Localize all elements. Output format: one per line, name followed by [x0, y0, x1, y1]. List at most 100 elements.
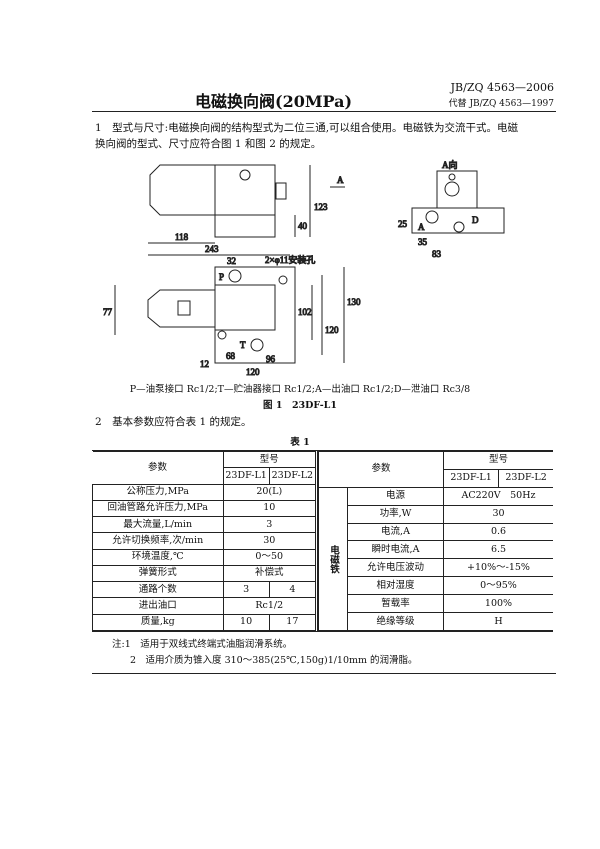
- value-cell: 3: [222, 581, 270, 599]
- value-cell: AC220V 50Hz: [443, 486, 553, 506]
- figure-caption: 图 1 23DF-L1: [263, 400, 337, 411]
- param-cell: 回油管路允许压力,MPa: [92, 499, 224, 518]
- base-a-view: [411, 207, 505, 234]
- port-d-label: D: [472, 215, 479, 225]
- valve-body-a-view: [436, 170, 478, 209]
- standard-number: JB/ZQ 4563—2006 代替 JB/ZQ 4563—1997: [449, 80, 554, 112]
- value-cell: 30: [222, 532, 317, 550]
- dim-12: 12: [200, 359, 209, 369]
- solenoid-side: [149, 164, 216, 216]
- value-cell: 4: [268, 581, 318, 599]
- model-l2: 23DF-L2: [268, 467, 318, 485]
- dim-130: 130: [347, 297, 361, 307]
- param-cell: 暂载率: [347, 594, 444, 614]
- dim-40: 40: [298, 221, 308, 231]
- dim-102: 102: [298, 307, 312, 317]
- value-cell: Rc1/2: [222, 597, 317, 615]
- value-cell: 100%: [443, 594, 553, 614]
- replaces-standard: 代替 JB/ZQ 4563—1997: [448, 99, 554, 109]
- figure-legend: P—油泵接口 Rc1/2;T—贮油器接口 Rc1/2;A—出油口 Rc1/2;D…: [129, 384, 471, 395]
- value-cell: 30: [443, 504, 553, 524]
- footer-rule: [92, 673, 556, 674]
- param-cell: 公称压力,MPa: [92, 483, 224, 501]
- dim-77: 77: [103, 307, 113, 317]
- note-2: 2 适用介质为锥入度 310～385(25℃,150g)1/10mm 的润滑脂。: [130, 655, 418, 666]
- value-cell: 3: [222, 516, 317, 534]
- value-cell: 0.6: [443, 522, 553, 542]
- value-cell: 17: [268, 613, 318, 632]
- group-label: 电磁铁: [318, 486, 348, 632]
- section-2-text: 2 基本参数应符合表 1 的规定。: [95, 416, 252, 428]
- param-cell: 最大流量,L/min: [92, 516, 224, 534]
- value-cell: 10: [222, 613, 270, 632]
- param-cell: 允许切换频率,次/min: [92, 532, 224, 550]
- model-l1: 23DF-L1: [442, 468, 500, 488]
- value-cell: 补偿式: [222, 564, 317, 583]
- param-cell: 弹簧形式: [92, 564, 224, 583]
- base-side: [214, 214, 276, 238]
- param-cell: 绝缘等级: [347, 612, 444, 631]
- value-cell: 0～95%: [443, 576, 553, 596]
- table-row: 允许电压波动+10%～-15%: [319, 558, 553, 578]
- table-row: 弹簧形式补偿式: [92, 564, 317, 583]
- param-cell: 电流,A: [347, 522, 444, 542]
- dim-120-vertical: 120: [325, 325, 339, 335]
- param-cell: 环境温度,℃: [92, 548, 224, 566]
- param-cell: 电源: [347, 486, 444, 506]
- model-l1: 23DF-L1: [222, 467, 270, 485]
- view-a-direction-label: A向: [442, 159, 458, 170]
- mount-holes-label: 2×φ11安装孔: [265, 254, 315, 265]
- table-notes: 注:1 适用于双线式终端式油脂润滑系统。 2 适用介质为锥入度 310～385(…: [112, 637, 418, 669]
- dim-120-horizontal: 120: [246, 367, 260, 377]
- valve-body-top: [214, 284, 276, 331]
- param-header: 参数: [318, 451, 444, 488]
- dim-25: 25: [398, 219, 408, 229]
- model-l2: 23DF-L2: [498, 468, 553, 488]
- standard-code: JB/ZQ 4563—2006: [450, 81, 554, 94]
- model-header: 型号: [222, 450, 317, 469]
- note-1: 注:1 适用于双线式终端式油脂润滑系统。: [112, 639, 293, 650]
- valve-body-side: [214, 164, 276, 216]
- param-cell: 进出油口: [92, 597, 224, 615]
- value-cell: +10%～-15%: [443, 558, 553, 578]
- section-1-line-1: 1 型式与尺寸:电磁换向阀的结构型式为二位三通,可以组合使用。电磁铁为交流干式。…: [95, 122, 519, 134]
- dim-68: 68: [226, 351, 236, 361]
- param-cell: 功率,W: [347, 504, 444, 524]
- value-cell: H: [443, 612, 553, 631]
- param-header: 参数: [92, 451, 224, 485]
- param-cell: 瞬时电流,A: [347, 540, 444, 560]
- base-top: [214, 266, 296, 364]
- dim-243: 243: [205, 244, 219, 254]
- param-cell: 通路个数: [92, 581, 224, 599]
- port-p-label: P: [219, 272, 224, 282]
- dim-96: 96: [266, 354, 276, 364]
- value-cell: 10: [222, 499, 317, 518]
- param-cell: 允许电压波动: [347, 558, 444, 578]
- page-title: 电磁换向阀(20MPa): [195, 92, 353, 111]
- port-t-label: T: [240, 340, 246, 350]
- header-rule: [92, 111, 556, 112]
- dim-118: 118: [175, 232, 189, 242]
- model-header: 型号: [443, 451, 553, 470]
- dim-32: 32: [227, 256, 236, 266]
- figure-1-drawing: 118 243 123 40 A 32 2×φ11安装孔 77 102 120 …: [103, 159, 505, 377]
- dim-123: 123: [314, 202, 328, 212]
- section-1-text: 1 型式与尺寸:电磁换向阀的结构型式为二位三通,可以组合使用。电磁铁为交流干式。…: [95, 120, 555, 152]
